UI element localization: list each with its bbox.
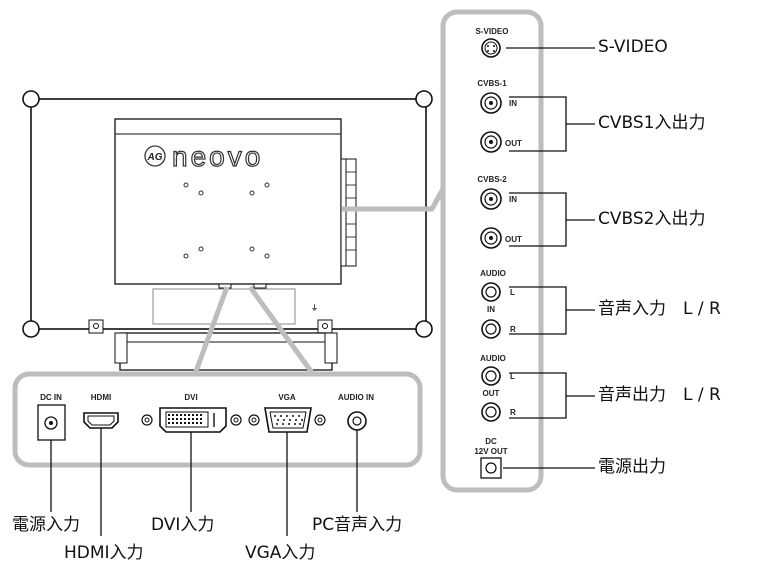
callout-s-video: S-VIDEO	[598, 37, 668, 57]
corner-mount-icon	[22, 320, 40, 338]
rca-jack-icon	[347, 411, 367, 431]
callout-dc-in: 電源入力	[12, 515, 80, 535]
hdmi-port-icon	[83, 412, 119, 429]
s-video-port-label: S-VIDEO	[476, 27, 509, 36]
audio-out-label: OUT	[483, 389, 500, 398]
audio-in-label: IN	[487, 305, 495, 314]
cvbs2-label: CVBS-2	[477, 175, 507, 184]
vga-port-label: VGA	[278, 393, 296, 402]
rca-jack-icon	[481, 366, 501, 386]
vga-port-icon	[248, 407, 326, 433]
logo-text: neovo	[172, 141, 263, 172]
callout-cvbs2: CVBS2入出力	[598, 209, 706, 229]
callout-dvi: DVI入力	[151, 515, 215, 535]
right-callout-lines	[503, 47, 595, 469]
dc-in-port-label: DC IN	[40, 393, 62, 402]
dvi-port-icon	[141, 407, 242, 433]
corner-mount-icon	[415, 320, 433, 338]
corner-mount-icon	[22, 90, 40, 108]
cvbs2-out-label: OUT	[505, 235, 522, 244]
screw-icon	[317, 319, 333, 334]
audio-out-right-label: R	[510, 408, 516, 417]
cvbs1-in-label: IN	[509, 99, 517, 108]
dc-jack-icon	[37, 404, 66, 441]
bnc-connector-icon	[480, 92, 502, 114]
callout-audio-out: 音声出力 L / R	[598, 385, 721, 405]
cvbs2-in-label: IN	[509, 195, 517, 204]
audio-out-header: AUDIO	[480, 354, 506, 363]
dvi-port-label: DVI	[184, 393, 197, 402]
dc-out-voltage-label: 12V OUT	[474, 447, 507, 456]
callout-hdmi: HDMI入力	[64, 543, 144, 563]
audio-in-left-label: L	[510, 288, 515, 297]
bnc-connector-icon	[480, 227, 502, 249]
callout-pc-audio: PC音声入力	[312, 515, 403, 535]
bottom-panel-ports: DC IN HDMI DVI VGA	[37, 393, 374, 441]
rca-jack-icon	[481, 282, 501, 302]
cvbs1-label: CVBS-1	[477, 79, 507, 88]
cvbs1-out-label: OUT	[505, 139, 522, 148]
callout-vga: VGA入力	[245, 543, 316, 563]
s-video-port-icon	[481, 38, 501, 58]
callout-audio-in: 音声入力 L / R	[598, 299, 721, 319]
side-panel-ports: S-VIDEO CVBS-1 IN OUT CVBS-2 IN	[474, 27, 522, 479]
rca-jack-icon	[481, 402, 501, 422]
svg-text:⏚: ⏚	[311, 304, 318, 312]
monitor-rear: AG neovo ⏚	[22, 90, 433, 371]
callout-dc-out: 電源出力	[598, 457, 666, 477]
bnc-connector-icon	[480, 188, 502, 210]
rca-jack-icon	[481, 319, 501, 339]
audio-out-left-label: L	[510, 372, 515, 381]
audio-in-right-label: R	[510, 325, 516, 334]
corner-mount-icon	[415, 90, 433, 108]
brand-logo: AG neovo	[144, 140, 263, 173]
hdmi-port-label: HDMI	[91, 393, 111, 402]
logo-mark: AG	[147, 152, 163, 163]
callout-cvbs1: CVBS1入出力	[598, 113, 706, 133]
bottom-callout-lines	[50, 428, 358, 536]
bnc-connector-icon	[480, 131, 502, 153]
audio-in-header: AUDIO	[480, 269, 506, 278]
side-connector-panel	[440, 9, 544, 493]
dc-jack-icon	[480, 457, 502, 479]
audio-in-port-label: AUDIO IN	[338, 393, 374, 402]
screw-icon	[88, 319, 104, 334]
dc-out-header: DC	[485, 437, 497, 446]
